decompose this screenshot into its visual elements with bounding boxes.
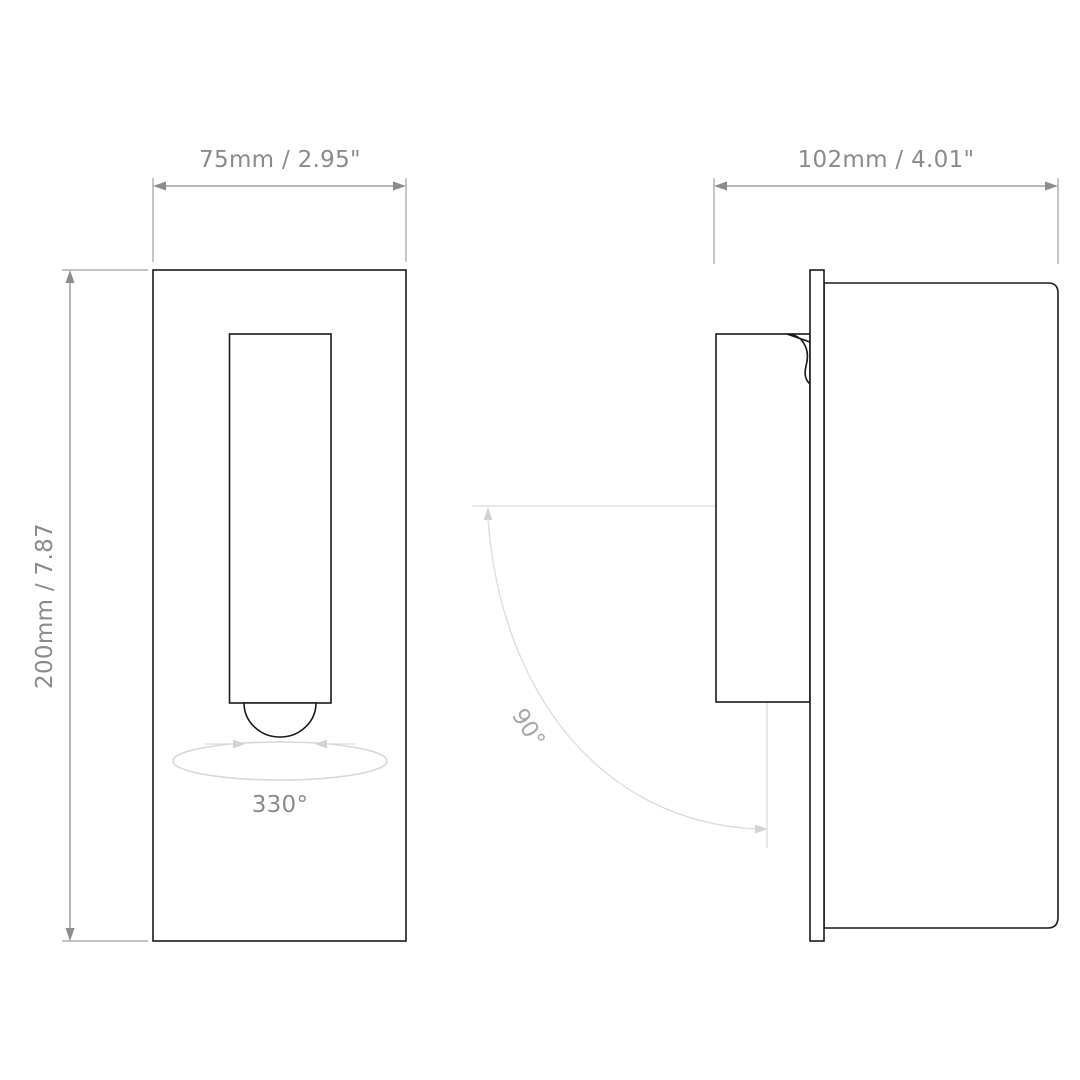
rotation-arrow-right-icon (315, 739, 327, 749)
front-view: 75mm / 2.95" 200mm / 7.87 330° (32, 147, 407, 942)
front-lamp-head (228, 333, 332, 704)
rotation-indicator: 330° (172, 739, 388, 818)
tilt-arrow-top-icon (483, 507, 493, 520)
front-width-label: 75mm / 2.95" (199, 147, 361, 173)
side-view: 102mm / 4.01" 90° (472, 147, 1059, 942)
width-arrow-left (153, 181, 166, 191)
depth-arrow-left (714, 181, 727, 191)
front-width-dimension: 75mm / 2.95" (152, 147, 407, 262)
rotation-arrow-left-icon (233, 739, 245, 749)
height-arrow-bottom (65, 928, 75, 941)
front-height-dimension: 200mm / 7.87 (32, 269, 148, 942)
depth-arrow-right (1045, 181, 1058, 191)
tilt-label: 90° (506, 704, 550, 752)
height-arrow-top (65, 270, 75, 283)
front-swivel-joint (243, 702, 317, 738)
side-lamp-head (715, 333, 811, 703)
side-depth-dimension: 102mm / 4.01" (713, 147, 1059, 264)
tilt-arc (487, 517, 758, 830)
width-arrow-right (393, 181, 406, 191)
side-housing (823, 282, 1059, 929)
side-depth-label: 102mm / 4.01" (798, 147, 975, 173)
rotation-ellipse (172, 741, 388, 781)
front-height-label: 200mm / 7.87 (32, 523, 58, 689)
side-pivot-bracket (786, 333, 811, 386)
side-faceplate (809, 269, 825, 942)
rotation-label: 330° (252, 792, 309, 818)
tilt-arrow-bottom-icon (755, 824, 768, 834)
